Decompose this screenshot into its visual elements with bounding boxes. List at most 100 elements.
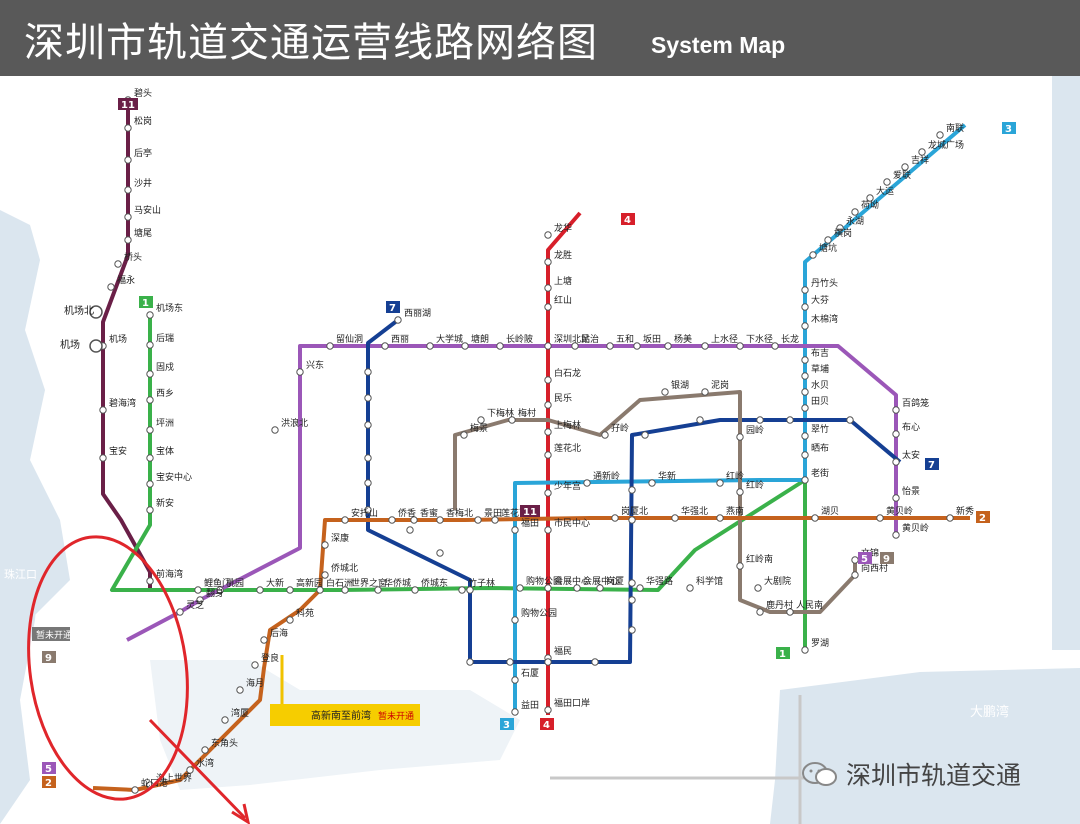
station-dot[interactable] — [946, 514, 954, 522]
station-dot[interactable] — [801, 388, 809, 396]
station-dot[interactable] — [131, 786, 139, 794]
station-dot[interactable] — [466, 658, 474, 666]
station-dot[interactable] — [426, 342, 434, 350]
station-dot[interactable] — [573, 584, 581, 592]
station-dot[interactable] — [410, 516, 418, 524]
station-dot[interactable] — [801, 303, 809, 311]
station-dot[interactable] — [251, 661, 259, 669]
station-dot[interactable] — [511, 708, 519, 716]
station-dot[interactable] — [716, 479, 724, 487]
station-dot[interactable] — [544, 526, 552, 534]
station-dot[interactable] — [544, 451, 552, 459]
station-dot[interactable] — [628, 516, 636, 524]
station-dot[interactable] — [596, 584, 604, 592]
station-dot[interactable] — [364, 479, 372, 487]
station-dot[interactable] — [801, 646, 809, 654]
station-dot[interactable] — [364, 506, 372, 514]
station-dot[interactable] — [321, 571, 329, 579]
station-dot[interactable] — [196, 596, 204, 604]
station-dot[interactable] — [836, 224, 844, 232]
station-dot[interactable] — [846, 416, 854, 424]
station-dot[interactable] — [756, 608, 764, 616]
station-dot[interactable] — [146, 396, 154, 404]
station-dot[interactable] — [544, 584, 552, 592]
station-dot[interactable] — [636, 584, 644, 592]
station-dot[interactable] — [801, 322, 809, 330]
station-dot[interactable] — [851, 556, 859, 564]
station-dot[interactable] — [381, 342, 389, 350]
station-dot[interactable] — [892, 458, 900, 466]
station-dot[interactable] — [544, 284, 552, 292]
station-dot[interactable] — [801, 356, 809, 364]
station-dot[interactable] — [701, 388, 709, 396]
station-dot[interactable] — [601, 431, 609, 439]
station-dot[interactable] — [496, 342, 504, 350]
station-dot[interactable] — [124, 124, 132, 132]
station-dot[interactable] — [194, 586, 202, 594]
station-dot[interactable] — [107, 283, 115, 291]
station-dot[interactable] — [286, 586, 294, 594]
station-dot[interactable] — [124, 213, 132, 221]
station-dot[interactable] — [892, 406, 900, 414]
station-dot[interactable] — [146, 480, 154, 488]
station-dot[interactable] — [544, 342, 552, 350]
station-dot[interactable] — [286, 616, 294, 624]
station-dot[interactable] — [801, 432, 809, 440]
station-dot[interactable] — [124, 236, 132, 244]
station-dot[interactable] — [661, 388, 669, 396]
station-dot[interactable] — [628, 486, 636, 494]
station-dot[interactable] — [477, 416, 485, 424]
station-dot[interactable] — [851, 571, 859, 579]
station-dot[interactable] — [892, 531, 900, 539]
station-dot[interactable] — [341, 586, 349, 594]
station-dot[interactable] — [918, 148, 926, 156]
station-dot[interactable] — [388, 516, 396, 524]
station-dot[interactable] — [511, 676, 519, 684]
station-dot[interactable] — [736, 433, 744, 441]
station-dot[interactable] — [511, 616, 519, 624]
station-dot[interactable] — [201, 746, 209, 754]
station-dot[interactable] — [516, 584, 524, 592]
station-dot[interactable] — [260, 636, 268, 644]
station-dot[interactable] — [506, 658, 514, 666]
station-dot[interactable] — [544, 401, 552, 409]
station-dot[interactable] — [866, 194, 874, 202]
station-dot[interactable] — [671, 514, 679, 522]
station-dot[interactable] — [756, 416, 764, 424]
station-dot[interactable] — [411, 586, 419, 594]
station-dot[interactable] — [736, 562, 744, 570]
station-dot[interactable] — [146, 311, 154, 319]
station-dot[interactable] — [824, 236, 832, 244]
station-dot[interactable] — [544, 303, 552, 311]
station-dot[interactable] — [146, 577, 154, 585]
station-dot[interactable] — [786, 416, 794, 424]
station-dot[interactable] — [296, 368, 304, 376]
station-dot[interactable] — [124, 156, 132, 164]
station-dot[interactable] — [851, 208, 859, 216]
station-dot[interactable] — [256, 586, 264, 594]
station-dot[interactable] — [461, 342, 469, 350]
station-dot[interactable] — [99, 454, 107, 462]
station-dot[interactable] — [374, 586, 382, 594]
station-dot[interactable] — [544, 489, 552, 497]
station-dot[interactable] — [364, 368, 372, 376]
station-dot[interactable] — [271, 426, 279, 434]
station-dot[interactable] — [544, 376, 552, 384]
station-dot[interactable] — [146, 341, 154, 349]
station-dot[interactable] — [936, 131, 944, 139]
station-dot[interactable] — [491, 516, 499, 524]
station-dot[interactable] — [809, 251, 817, 259]
station-dot[interactable] — [696, 416, 704, 424]
station-dot[interactable] — [466, 586, 474, 594]
station-dot[interactable] — [544, 258, 552, 266]
station-dot[interactable] — [544, 428, 552, 436]
station-dot[interactable] — [544, 231, 552, 239]
station-dot[interactable] — [474, 516, 482, 524]
station-dot[interactable] — [146, 454, 154, 462]
station-dot[interactable] — [633, 342, 641, 350]
station-dot[interactable] — [341, 516, 349, 524]
station-dot[interactable] — [114, 260, 122, 268]
station-dot[interactable] — [124, 186, 132, 194]
station-dot[interactable] — [583, 479, 591, 487]
station-dot[interactable] — [544, 706, 552, 714]
